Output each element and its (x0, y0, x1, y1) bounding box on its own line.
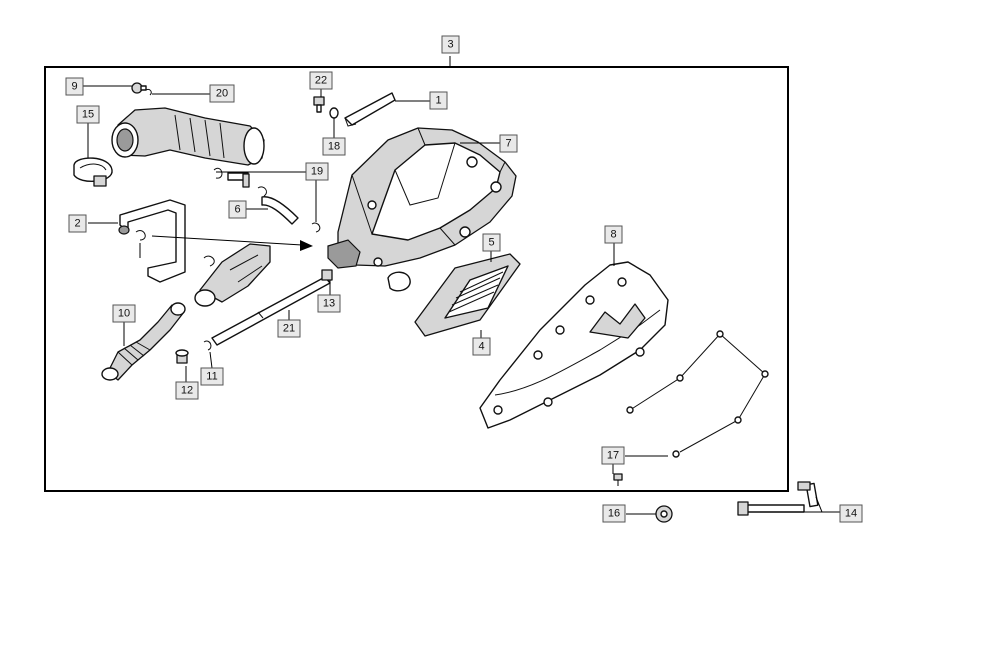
junction-connector (194, 243, 271, 307)
svg-text:16: 16 (608, 508, 620, 520)
long-bolts (737, 481, 819, 516)
svg-text:6: 6 (234, 204, 240, 216)
callout-16: 16 (602, 504, 626, 523)
callout-12: 12 (175, 381, 199, 400)
callout-5: 5 (482, 233, 501, 252)
callout-20: 20 (209, 84, 235, 103)
assembly-arrow (151, 235, 313, 251)
callout-19: 19 (305, 162, 329, 181)
svg-text:13: 13 (323, 298, 335, 310)
callout-17: 17 (601, 446, 625, 465)
clip-20 (145, 89, 152, 96)
svg-text:18: 18 (328, 141, 340, 153)
svg-text:11: 11 (206, 371, 217, 383)
small-hose (261, 196, 299, 225)
bolt-16 (655, 505, 673, 523)
svg-text:22: 22 (315, 75, 327, 87)
callout-22: 22 (309, 71, 333, 90)
svg-text:19: 19 (311, 166, 323, 178)
clip-19a (213, 167, 223, 179)
svg-text:20: 20 (216, 88, 228, 100)
washer-18 (329, 107, 339, 119)
svg-text:17: 17 (607, 450, 619, 462)
assembly-frame (44, 66, 789, 492)
svg-text:12: 12 (181, 385, 193, 397)
fitting (227, 172, 250, 188)
screw-9 (131, 82, 147, 94)
svg-text:7: 7 (505, 138, 511, 150)
callout-10: 10 (112, 304, 136, 323)
callout-6: 6 (228, 200, 247, 219)
callout-4: 4 (472, 337, 491, 356)
clip-left (135, 230, 146, 241)
callout-1: 1 (429, 91, 448, 110)
svg-text:8: 8 (610, 229, 616, 241)
intake-duct (111, 107, 265, 166)
callout-11: 11 (200, 367, 224, 386)
callout-9: 9 (65, 77, 84, 96)
plug-12 (175, 349, 189, 364)
fitting-13 (321, 269, 333, 281)
svg-text:21: 21 (283, 323, 295, 335)
bolt-22 (313, 96, 325, 113)
filter-cover (479, 261, 669, 429)
callout-18: 18 (322, 137, 346, 156)
callout-2: 2 (68, 214, 87, 233)
breather-pipe (118, 199, 186, 283)
drain-tube (101, 302, 186, 381)
gasket (387, 271, 411, 292)
clip-19b (257, 186, 267, 197)
svg-text:10: 10 (118, 308, 130, 320)
svg-text:2: 2 (74, 218, 80, 230)
callout-8: 8 (604, 225, 623, 244)
bracket (344, 92, 396, 127)
air-filter-element (414, 253, 521, 337)
air-box-housing (327, 127, 517, 269)
callout-14: 14 (839, 504, 863, 523)
svg-text:3: 3 (447, 39, 453, 51)
callout-3: 3 (441, 35, 460, 54)
svg-text:4: 4 (478, 341, 484, 353)
svg-text:14: 14 (845, 508, 857, 520)
svg-text:1: 1 (435, 95, 441, 107)
clip-mid (203, 255, 215, 267)
svg-text:15: 15 (82, 109, 94, 121)
callout-13: 13 (317, 294, 341, 313)
svg-text:9: 9 (71, 81, 77, 93)
callout-21: 21 (277, 319, 301, 338)
screw-17 (613, 473, 623, 486)
svg-text:5: 5 (488, 237, 494, 249)
hose-clamp (73, 157, 113, 187)
cover-screws (626, 330, 769, 458)
clip-19c (311, 222, 321, 233)
callout-15: 15 (76, 105, 100, 124)
clip-11 (203, 340, 212, 351)
callout-7: 7 (499, 134, 518, 153)
